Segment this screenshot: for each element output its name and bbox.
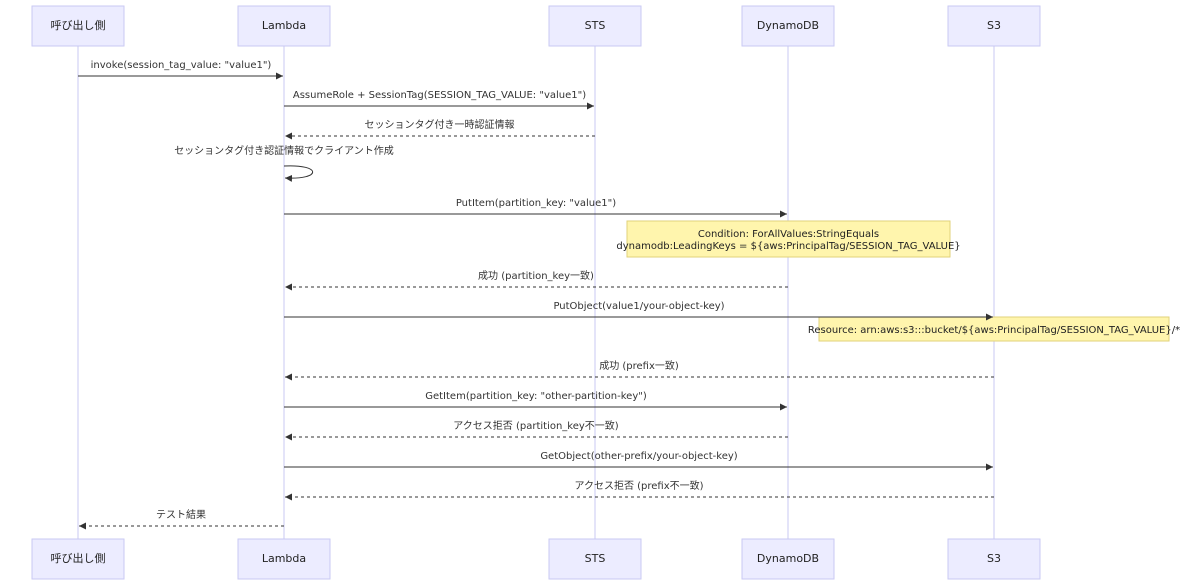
actor-label: Lambda — [262, 552, 306, 565]
message: アクセス拒否 (prefix不一致) — [285, 479, 994, 501]
actor-label: S3 — [987, 19, 1001, 32]
self-message-arrow — [283, 165, 314, 182]
actor-lambda-bottom: Lambda — [237, 538, 331, 580]
actor-box — [947, 5, 1041, 47]
message-label: GetObject(other-prefix/your-object-key) — [540, 451, 737, 462]
actor-label: Lambda — [262, 19, 306, 32]
message: 成功 (partition_key一致) — [285, 269, 788, 291]
message-label: PutObject(value1/your-object-key) — [553, 301, 724, 312]
message: アクセス拒否 (partition_key不一致) — [285, 419, 788, 441]
actor-label: DynamoDB — [757, 19, 819, 32]
actor-box — [31, 5, 125, 47]
actor-label: DynamoDB — [757, 552, 819, 565]
message: AssumeRole + SessionTag(SESSION_TAG_VALU… — [284, 90, 594, 110]
message: PutItem(partition_key: "value1") — [284, 198, 787, 218]
message-label: PutItem(partition_key: "value1") — [456, 198, 616, 209]
message-label: アクセス拒否 (partition_key不一致) — [453, 419, 619, 432]
message: テスト結果 — [79, 508, 284, 530]
actor-box — [548, 538, 642, 580]
message: invoke(session_tag_value: "value1") — [78, 60, 283, 80]
actor-label: STS — [585, 19, 606, 32]
actor-box — [741, 5, 835, 47]
self-message: セッションタグ付き認証情報でクライアント作成 — [174, 144, 394, 182]
actor-label: S3 — [987, 552, 1001, 565]
actor-dynamodb-bottom: DynamoDB — [741, 538, 835, 580]
note-line: Resource: arn:aws:s3:::bucket/${aws:Prin… — [808, 325, 1180, 336]
message: GetItem(partition_key: "other-partition-… — [284, 391, 787, 411]
note-s3: Resource: arn:aws:s3:::bucket/${aws:Prin… — [808, 316, 1180, 342]
note-line: dynamodb:LeadingKeys = ${aws:PrincipalTa… — [616, 241, 960, 252]
message: PutObject(value1/your-object-key) — [284, 301, 993, 321]
message-label: AssumeRole + SessionTag(SESSION_TAG_VALU… — [293, 90, 586, 101]
actor-label: STS — [585, 552, 606, 565]
note-line: Condition: ForAllValues:StringEquals — [698, 229, 879, 240]
message: 成功 (prefix一致) — [285, 359, 994, 381]
message-label: invoke(session_tag_value: "value1") — [91, 60, 272, 71]
message: GetObject(other-prefix/your-object-key) — [284, 451, 993, 471]
actor-box — [237, 5, 331, 47]
actor-sts-bottom: STS — [548, 538, 642, 580]
actor-box — [31, 538, 125, 580]
actor-box — [741, 538, 835, 580]
message-label: セッションタグ付き一時認証情報 — [365, 118, 515, 131]
actor-lambda-top: Lambda — [237, 5, 331, 47]
message-label: 成功 (prefix一致) — [599, 359, 679, 372]
self-message-label: セッションタグ付き認証情報でクライアント作成 — [174, 144, 394, 157]
actor-s3-bottom: S3 — [947, 538, 1041, 580]
actor-box — [237, 538, 331, 580]
note-box — [626, 220, 951, 258]
message: セッションタグ付き一時認証情報 — [285, 118, 595, 140]
actor-label: 呼び出し側 — [51, 18, 106, 32]
message-label: GetItem(partition_key: "other-partition-… — [425, 391, 647, 402]
note-dynamodb: Condition: ForAllValues:StringEqualsdyna… — [616, 220, 961, 258]
message-label: テスト結果 — [156, 508, 206, 521]
message-label: 成功 (partition_key一致) — [478, 269, 594, 282]
actor-dynamodb-top: DynamoDB — [741, 5, 835, 47]
actor-caller-bottom: 呼び出し側 — [31, 538, 125, 580]
actor-caller-top: 呼び出し側 — [31, 5, 125, 47]
actor-box — [947, 538, 1041, 580]
actor-label: 呼び出し側 — [51, 551, 106, 565]
actor-sts-top: STS — [548, 5, 642, 47]
actor-s3-top: S3 — [947, 5, 1041, 47]
note-box — [818, 316, 1170, 342]
actor-box — [548, 5, 642, 47]
message-label: アクセス拒否 (prefix不一致) — [574, 479, 703, 492]
